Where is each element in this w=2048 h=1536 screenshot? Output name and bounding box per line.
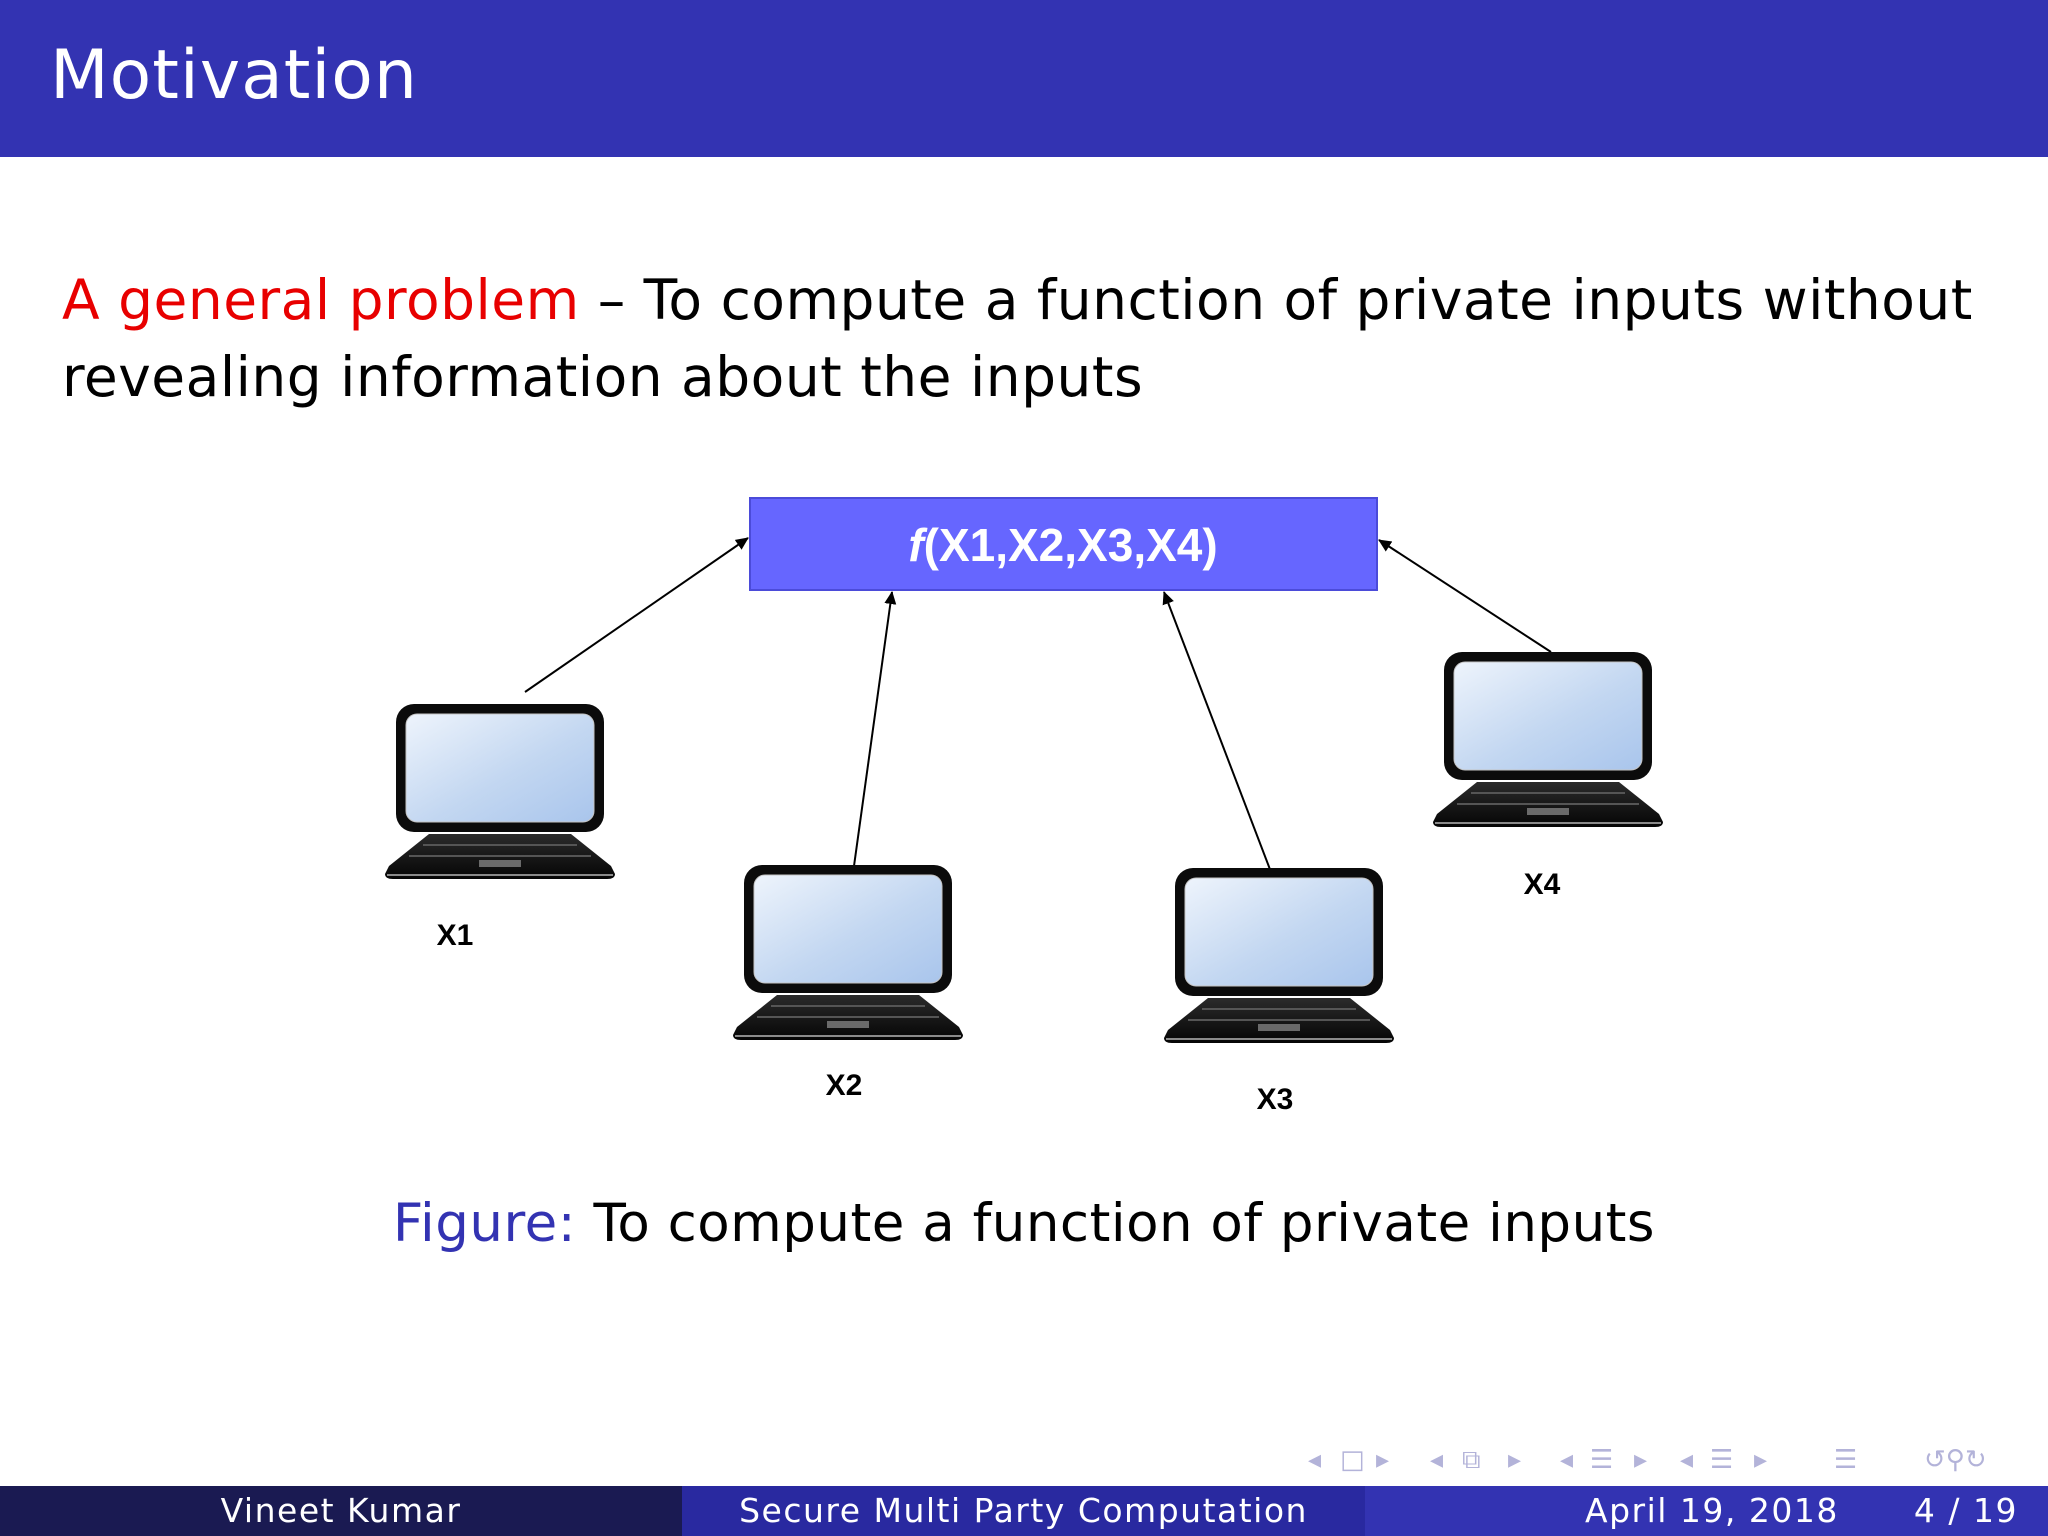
figure-caption: Figure: To compute a function of private… [0,1192,2048,1256]
nav-left-arrow-icon[interactable]: ◂ [1308,1445,1322,1475]
laptop-icon [1432,651,1664,828]
nav-left-arrow-icon[interactable]: ◂ [1680,1445,1694,1475]
slide-title: Motivation [50,36,418,115]
footer: Vineet Kumar Secure Multi Party Computat… [0,1486,2048,1536]
nav-frame-icon[interactable]: □ [1340,1445,1365,1475]
input-label-x3: X3 [1257,1083,1294,1116]
footer-title: Secure Multi Party Computation [682,1486,1365,1536]
nav-section-icon[interactable]: ☰ [1710,1445,1734,1475]
highlighted-phrase: A general problem [62,268,580,332]
input-label-x4: X4 [1524,868,1561,901]
body-sentence: – To compute a function of private input… [62,268,1973,409]
function-args: (X1,X2,X3,X4) [924,519,1218,571]
footer-date: April 19, 2018 [1585,1491,1839,1530]
laptop-icon [384,703,616,880]
footer-page-number: 4 / 19 [1913,1491,2018,1530]
navigation-symbols: ◂ □ ▸ ◂ ⧉ ▸ ◂ ☰ ▸ ◂ ☰ ▸ ☰ ↺⚲↻ [1300,1440,2040,1480]
body-text: A general problem – To compute a functio… [62,262,2002,416]
caption-text: To compute a function of private inputs [576,1193,1656,1254]
title-bar: Motivation [0,0,2048,157]
function-box: f(X1,X2,X3,X4) [749,497,1378,591]
nav-right-arrow-icon[interactable]: ▸ [1754,1445,1768,1475]
function-label: f(X1,X2,X3,X4) [908,519,1217,571]
laptop-icon [732,864,964,1041]
arrow-x4 [1378,539,1552,653]
nav-right-arrow-icon[interactable]: ▸ [1376,1445,1390,1475]
footer-right: April 19, 2018 4 / 19 [1365,1486,2048,1536]
nav-left-arrow-icon[interactable]: ◂ [1430,1445,1444,1475]
nav-right-arrow-icon[interactable]: ▸ [1508,1445,1522,1475]
function-name: f [908,519,928,571]
footer-author: Vineet Kumar [0,1486,682,1536]
nav-section-icon[interactable]: ☰ [1590,1445,1614,1475]
arrow-x3 [1162,591,1272,873]
input-label-x2: X2 [826,1069,863,1102]
laptop-icon [1163,867,1395,1044]
arrow-x2 [853,591,897,867]
nav-search-icon[interactable]: ↺⚲↻ [1924,1445,1987,1475]
arrow-x1 [524,537,749,693]
input-label-x1: X1 [437,919,474,952]
nav-document-icon[interactable]: ☰ [1834,1445,1858,1475]
nav-subsection-icon[interactable]: ⧉ [1462,1445,1481,1475]
nav-right-arrow-icon[interactable]: ▸ [1634,1445,1648,1475]
nav-left-arrow-icon[interactable]: ◂ [1560,1445,1574,1475]
caption-label: Figure: [392,1193,577,1254]
